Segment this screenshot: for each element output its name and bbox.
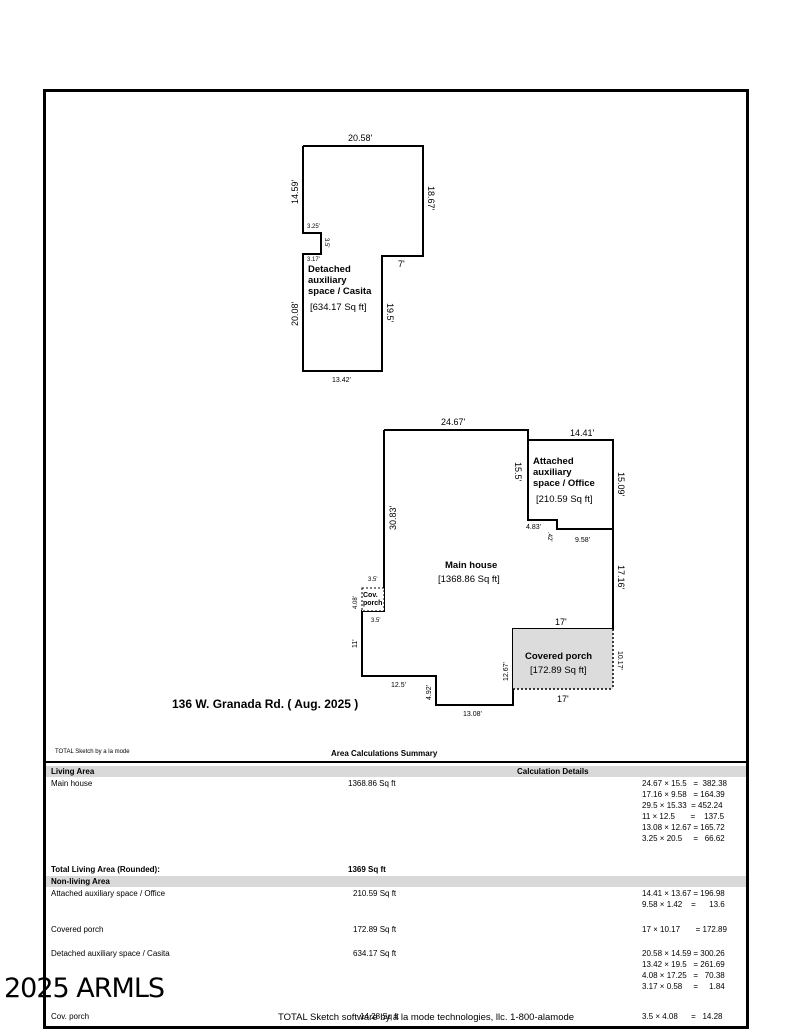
total-living-label: Total Living Area (Rounded): <box>51 865 160 874</box>
main-dim-top: 24.67' <box>441 417 466 427</box>
main-house-row-value: 1368.86 Sq ft <box>348 779 396 788</box>
main-dim-left-lower: 11' <box>352 639 359 648</box>
covered-porch-row-calcs: 17 × 10.17 = 172.89 <box>642 925 727 934</box>
main-house-area: [1368.86 Sq ft] <box>438 574 500 585</box>
cov-porch-row-calcs: 3.5 × 4.08 = 14.28 <box>642 1012 723 1021</box>
main-house-name: Main house <box>445 560 497 571</box>
summary-divider <box>46 761 746 763</box>
calc-details-header: Calculation Details <box>517 767 589 776</box>
covered-porch-row-value: 172.89 Sq ft <box>353 925 397 934</box>
cov-porch-dim-top: 3.5' <box>368 577 378 583</box>
armls-watermark: 2025 ARMLS <box>4 973 165 1004</box>
casita-dim-top: 20.58' <box>348 133 373 143</box>
casita-area: [634.17 Sq ft] <box>310 302 367 313</box>
casita-dim-bottom: 13.42' <box>332 377 351 384</box>
casita-dim-notch-w: 3.25' <box>307 224 320 230</box>
living-area-band <box>46 766 746 777</box>
main-dim-right-mid: 17.16' <box>616 565 626 590</box>
main-house-row-label: Main house <box>51 779 93 788</box>
cov-porch-name-line-1: Cov. <box>363 592 378 599</box>
cov-porch-row-value: 14.28 Sq ft <box>360 1012 399 1021</box>
casita-row-label: Detached auxiliary space / Casita <box>51 949 170 958</box>
cov-porch-dim-bottom: 3.5' <box>371 618 381 624</box>
summary-title: Area Calculations Summary <box>331 749 438 758</box>
main-dim-bottom: 13.08' <box>463 711 482 718</box>
casita-dim-step: 7' <box>398 259 405 269</box>
cov-porch-area <box>361 587 385 612</box>
casita-outline <box>302 145 424 372</box>
total-living-value: 1369 Sq ft <box>348 865 386 874</box>
cov-porch-dim-side: 4.08' <box>353 596 359 609</box>
office-dim-step-w: 4.83' <box>526 524 541 531</box>
sketch-by-credit: TOTAL Sketch by a la mode <box>55 749 130 755</box>
casita-row-value: 634.17 Sq ft <box>353 949 397 958</box>
covered-porch-area <box>513 629 613 689</box>
office-name-line-1: Attached <box>533 456 574 467</box>
main-dim-porch-left: 12.67' <box>503 662 510 681</box>
casita-row-calcs: 20.58 × 14.59 = 300.26 13.42 × 19.5 = 26… <box>642 949 725 991</box>
main-dim-step-h: 4.92' <box>426 685 433 700</box>
casita-dim-notch-h: 3.5' <box>323 238 329 248</box>
covered-porch-dim-right: 10.17' <box>616 651 623 670</box>
office-dim-step-h: .42' <box>546 532 552 542</box>
property-address: 136 W. Granada Rd. ( Aug. 2025 ) <box>172 697 359 711</box>
living-area-header: Living Area <box>51 767 95 776</box>
office-row-label: Attached auxiliary space / Office <box>51 889 166 898</box>
casita-name-line-1: Detached <box>308 264 351 275</box>
office-name-line-2: auxiliary <box>533 467 572 478</box>
casita-name-line-3: space / Casita <box>308 286 372 297</box>
cov-porch-name-line-2: porch <box>363 600 382 607</box>
cov-porch-row-label: Cov. porch <box>51 1012 90 1021</box>
casita-dim-right-lower: 19.5' <box>385 303 395 323</box>
casita-dim-left-lower: 20.08' <box>290 301 300 326</box>
casita-dim-right-upper: 18.67' <box>426 186 436 211</box>
main-dim-left-upper: 30.83' <box>388 505 398 530</box>
covered-porch-area-label: [172.89 Sq ft] <box>530 665 587 676</box>
office-row-value: 210.59 Sq ft <box>353 889 397 898</box>
casita-dim-notch-w2: 3.17' <box>307 257 320 263</box>
office-name-line-3: space / Office <box>533 478 595 489</box>
covered-porch-row-label: Covered porch <box>51 925 104 934</box>
office-dim-top: 14.41' <box>570 428 595 438</box>
software-footer: TOTAL Sketch software by a la mode techn… <box>278 1012 575 1023</box>
office-area: [210.59 Sq ft] <box>536 494 593 505</box>
office-dim-right: 15.09' <box>616 472 626 497</box>
main-house-row-calcs: 24.67 × 15.5 = 382.38 17.16 × 9.58 = 164… <box>642 779 727 843</box>
main-dim-porch-top: 17' <box>555 617 567 627</box>
office-dim-bottom: 9.58' <box>575 537 590 544</box>
office-row-calcs: 14.41 × 13.67 = 196.98 9.58 × 1.42 = 13.… <box>642 889 725 909</box>
non-living-header: Non-living Area <box>51 877 110 886</box>
office-outline <box>527 440 613 530</box>
casita-name-line-2: auxiliary <box>308 275 347 286</box>
office-dim-left: 15.5' <box>513 462 523 482</box>
covered-porch-dim-bottom: 17' <box>557 694 569 704</box>
main-dim-bottom-left: 12.5' <box>391 682 406 689</box>
sketch-frame <box>43 89 749 1029</box>
covered-porch-name: Covered porch <box>525 651 592 662</box>
casita-dim-left-upper: 14.59' <box>290 179 300 204</box>
non-living-band <box>46 876 746 887</box>
